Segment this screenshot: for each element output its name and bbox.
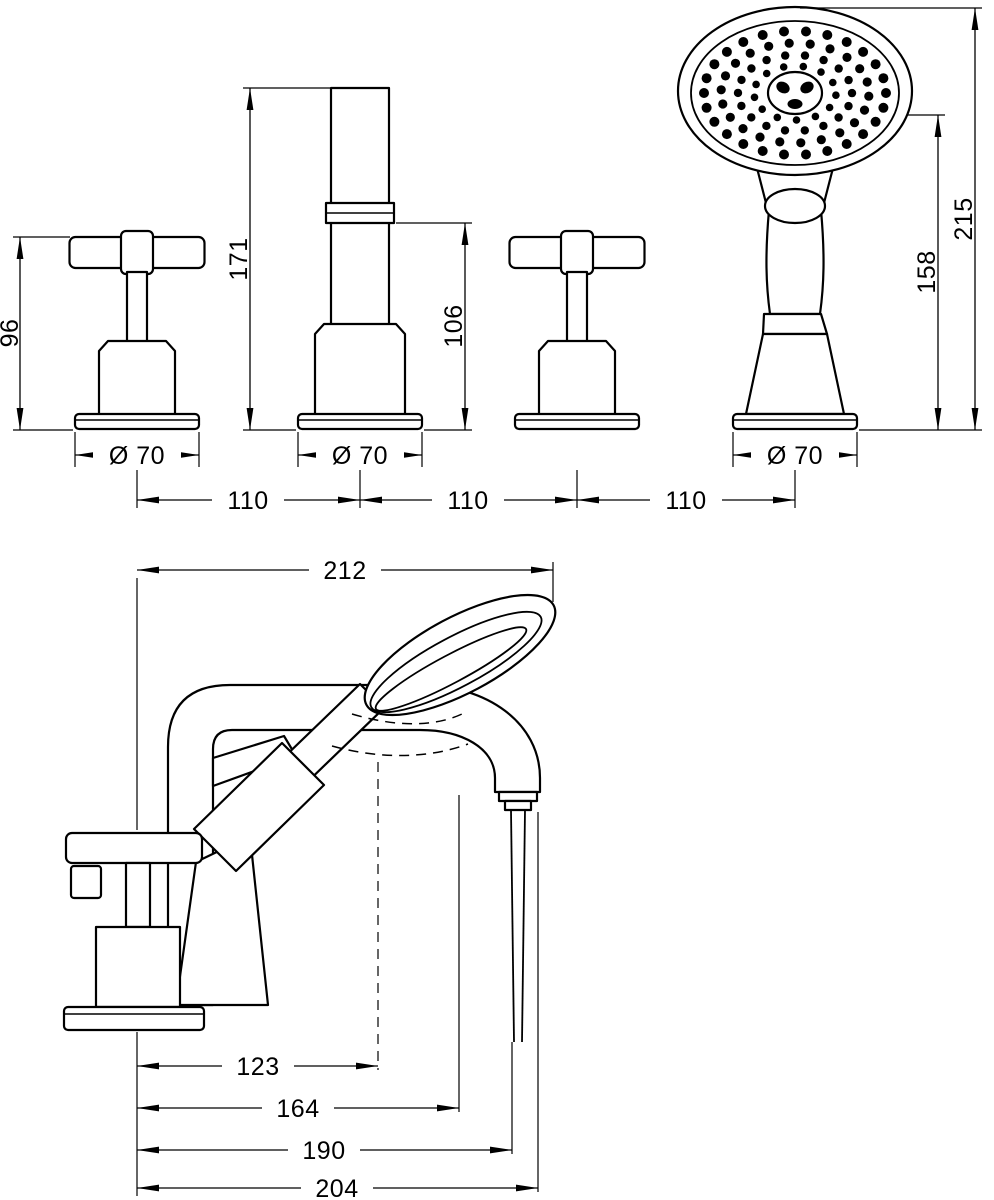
front-handshower xyxy=(676,5,914,431)
dim-reach-top: 212 xyxy=(136,557,554,830)
dim-handle-height: 96 xyxy=(0,236,73,431)
side-view: 212 123 164 190 xyxy=(62,557,557,1200)
side-aerator xyxy=(497,790,539,803)
dim-label-dia70-right: Ø 70 xyxy=(767,442,823,470)
dim-label-dia70-middle: Ø 70 xyxy=(332,442,388,470)
label-background xyxy=(288,1137,360,1163)
dim-depth-3: 190 xyxy=(137,1137,512,1165)
center-jet-hole xyxy=(800,81,814,94)
handle-cross-bar xyxy=(64,831,204,865)
front-left-handle xyxy=(68,229,206,431)
dim-label-164: 164 xyxy=(276,1095,319,1123)
handshower-head-face xyxy=(690,20,900,166)
dim-label-204: 204 xyxy=(315,1175,358,1200)
side-handshower-head xyxy=(363,593,557,717)
handshower-escutcheon xyxy=(731,412,859,431)
spray-nozzle-dots xyxy=(699,26,891,160)
dim-label-110-right: 110 xyxy=(665,487,706,515)
dim-label-110-left: 110 xyxy=(227,487,268,515)
side-aerator-tip xyxy=(503,799,533,812)
side-handshower-face-ring xyxy=(374,626,528,712)
spout-escutcheon xyxy=(296,412,424,431)
handshower-holder-cone xyxy=(744,332,846,416)
front-view: 96 171 106 158 215 xyxy=(0,5,982,515)
dim-depth-1: 123 xyxy=(137,1053,378,1081)
hidden-edge-line xyxy=(331,743,469,757)
dim-label-96: 96 xyxy=(0,319,24,348)
front-dimensions: 96 171 106 158 215 xyxy=(0,7,982,515)
hidden-edge-line xyxy=(351,713,463,725)
label-background xyxy=(316,442,404,468)
dim-spout-height: 171 xyxy=(225,87,330,431)
label-background xyxy=(432,487,504,513)
side-handle xyxy=(62,831,206,1032)
label-background xyxy=(650,487,722,513)
side-dimensions: 212 123 164 190 xyxy=(136,557,554,1200)
center-jet-hole xyxy=(776,81,790,94)
label-background xyxy=(301,1175,373,1200)
water-stream xyxy=(521,809,526,1043)
dim-shower-heights: 158 215 xyxy=(800,7,982,431)
dim-label-190: 190 xyxy=(302,1137,345,1165)
label-background xyxy=(93,442,181,468)
dim-escutcheon-middle: Ø 70 xyxy=(297,432,423,470)
handle-front-arm xyxy=(69,864,103,900)
spout-body xyxy=(313,322,407,418)
dim-depth-2: 164 xyxy=(137,1095,459,1123)
handle-stem xyxy=(124,861,152,929)
dim-label-dia70-left: Ø 70 xyxy=(109,442,165,470)
dim-label-123: 123 xyxy=(236,1053,279,1081)
label-background xyxy=(222,1053,294,1079)
handle-body xyxy=(94,925,182,1009)
dim-label-215: 215 xyxy=(950,197,978,240)
center-jet-hole xyxy=(787,99,803,109)
label-background xyxy=(309,557,381,583)
dim-label-171: 171 xyxy=(225,237,253,280)
front-right-handle xyxy=(508,229,646,431)
dim-escutcheon-left: Ø 70 xyxy=(74,432,200,470)
label-background xyxy=(262,1095,334,1121)
label-background xyxy=(212,487,284,513)
handshower-collar xyxy=(761,312,829,336)
dim-label-212: 212 xyxy=(323,557,366,585)
water-stream xyxy=(510,809,515,1043)
dim-depth-4: 204 xyxy=(137,1175,538,1200)
dim-label-106: 106 xyxy=(440,304,468,347)
dim-label-110-middle: 110 xyxy=(447,487,488,515)
dim-spout-outlet-height: 106 xyxy=(396,222,472,431)
front-spout xyxy=(296,86,424,431)
dim-escutcheon-right: Ø 70 xyxy=(732,432,858,470)
side-handshower-face-ring xyxy=(369,610,543,714)
handshower-grip-hole xyxy=(763,187,827,225)
dim-spacing-chain: 110 110 110 xyxy=(136,470,796,515)
side-holder-sleeve xyxy=(192,741,326,873)
label-background xyxy=(751,442,839,468)
handle-escutcheon xyxy=(62,1005,206,1032)
dim-label-158: 158 xyxy=(913,250,941,293)
